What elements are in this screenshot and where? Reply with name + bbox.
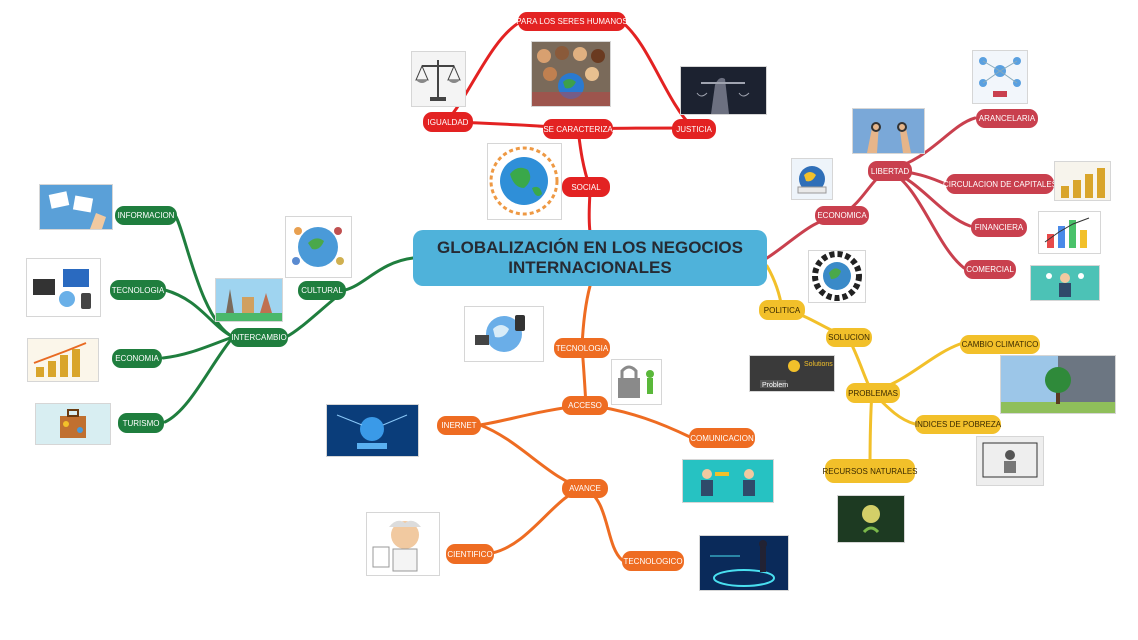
node-inernet[interactable]: INERNET — [437, 416, 481, 435]
internet-image — [326, 404, 419, 457]
node-cultural[interactable]: CULTURAL — [298, 281, 346, 300]
communication-image — [682, 459, 774, 503]
node-libertad[interactable]: LIBERTAD — [868, 161, 912, 181]
node-problemas[interactable]: PROBLEMAS — [846, 383, 900, 403]
world-monuments-image — [215, 278, 283, 322]
node-politica[interactable]: POLITICA — [759, 300, 805, 320]
tech-devices-image — [26, 258, 101, 317]
financial-chart-image — [1038, 211, 1101, 254]
node-tecnologia-cultural[interactable]: TECNOLOGIA — [110, 280, 166, 300]
node-solucion[interactable]: SOLUCION — [826, 328, 872, 347]
tech-globe-image — [464, 306, 544, 362]
node-se-caracteriza[interactable]: SE CARACTERIZA — [543, 119, 613, 139]
padlock-access-image — [611, 359, 662, 405]
node-avance[interactable]: AVANCE — [562, 479, 608, 498]
world-people-image — [487, 143, 562, 220]
scales-image — [411, 51, 466, 107]
node-informacion[interactable]: INFORMACION — [115, 206, 177, 225]
node-economia[interactable]: ECONOMIA — [112, 349, 162, 368]
central-topic[interactable]: GLOBALIZACIÓN EN LOS NEGOCIOS INTERNACIO… — [413, 230, 767, 286]
tourism-suitcase-image — [35, 403, 111, 445]
node-financiera[interactable]: FINANCIERA — [971, 218, 1027, 237]
freedom-chains-image — [852, 108, 925, 154]
node-acceso[interactable]: ACCESO — [562, 396, 608, 415]
natural-resources-image — [837, 495, 905, 543]
futuristic-tech-image — [699, 535, 789, 591]
tariff-network-image — [972, 50, 1028, 104]
node-para-los-seres-humanos[interactable]: PARA LOS SERES HUMANOS — [516, 12, 628, 31]
global-trade-image — [791, 158, 833, 200]
node-comunicacion[interactable]: COMUNICACION — [689, 428, 755, 448]
node-social[interactable]: SOCIAL — [562, 177, 610, 197]
node-recursos-naturales[interactable]: RECURSOS NATURALES — [823, 459, 918, 483]
node-comercial[interactable]: COMERCIAL — [964, 260, 1016, 279]
node-turismo[interactable]: TURISMO — [118, 413, 164, 433]
node-tecnologia[interactable]: TECNOLOGIA — [554, 338, 610, 358]
scientist-image — [366, 512, 440, 576]
node-igualdad[interactable]: IGUALDAD — [423, 112, 473, 132]
poverty-image — [976, 436, 1044, 486]
justice-statue-image — [680, 66, 767, 115]
people-globe-image — [531, 41, 611, 107]
problem-solutions-image: Problem Solutions — [749, 355, 835, 392]
node-cambio-climatico[interactable]: CAMBIO CLIMATICO — [960, 335, 1040, 354]
node-economica[interactable]: ECONOMICA — [815, 206, 869, 225]
problem-text: Problem — [762, 382, 788, 389]
node-tecnologico[interactable]: TECNOLOGICO — [622, 551, 684, 571]
node-cientifico[interactable]: CIENTIFICO — [446, 544, 494, 564]
coins-capital-image — [1054, 161, 1111, 201]
node-indices-de-pobreza[interactable]: INDICES DE POBREZA — [915, 415, 1001, 434]
climate-change-image — [1000, 355, 1116, 414]
cultural-globe-image — [285, 216, 352, 278]
node-justicia[interactable]: JUSTICIA — [672, 119, 716, 139]
economy-growth-image — [27, 338, 99, 382]
solutions-text: Solutions — [804, 361, 833, 368]
node-arancelaria[interactable]: ARANCELARIA — [976, 109, 1038, 128]
node-intercambio[interactable]: INTERCAMBIO — [230, 328, 288, 347]
node-circulacion-de-capitales[interactable]: CIRCULACION DE CAPITALES — [943, 174, 1057, 194]
information-image — [39, 184, 113, 230]
commerce-person-image — [1030, 265, 1100, 301]
hands-globe-image — [808, 250, 866, 303]
